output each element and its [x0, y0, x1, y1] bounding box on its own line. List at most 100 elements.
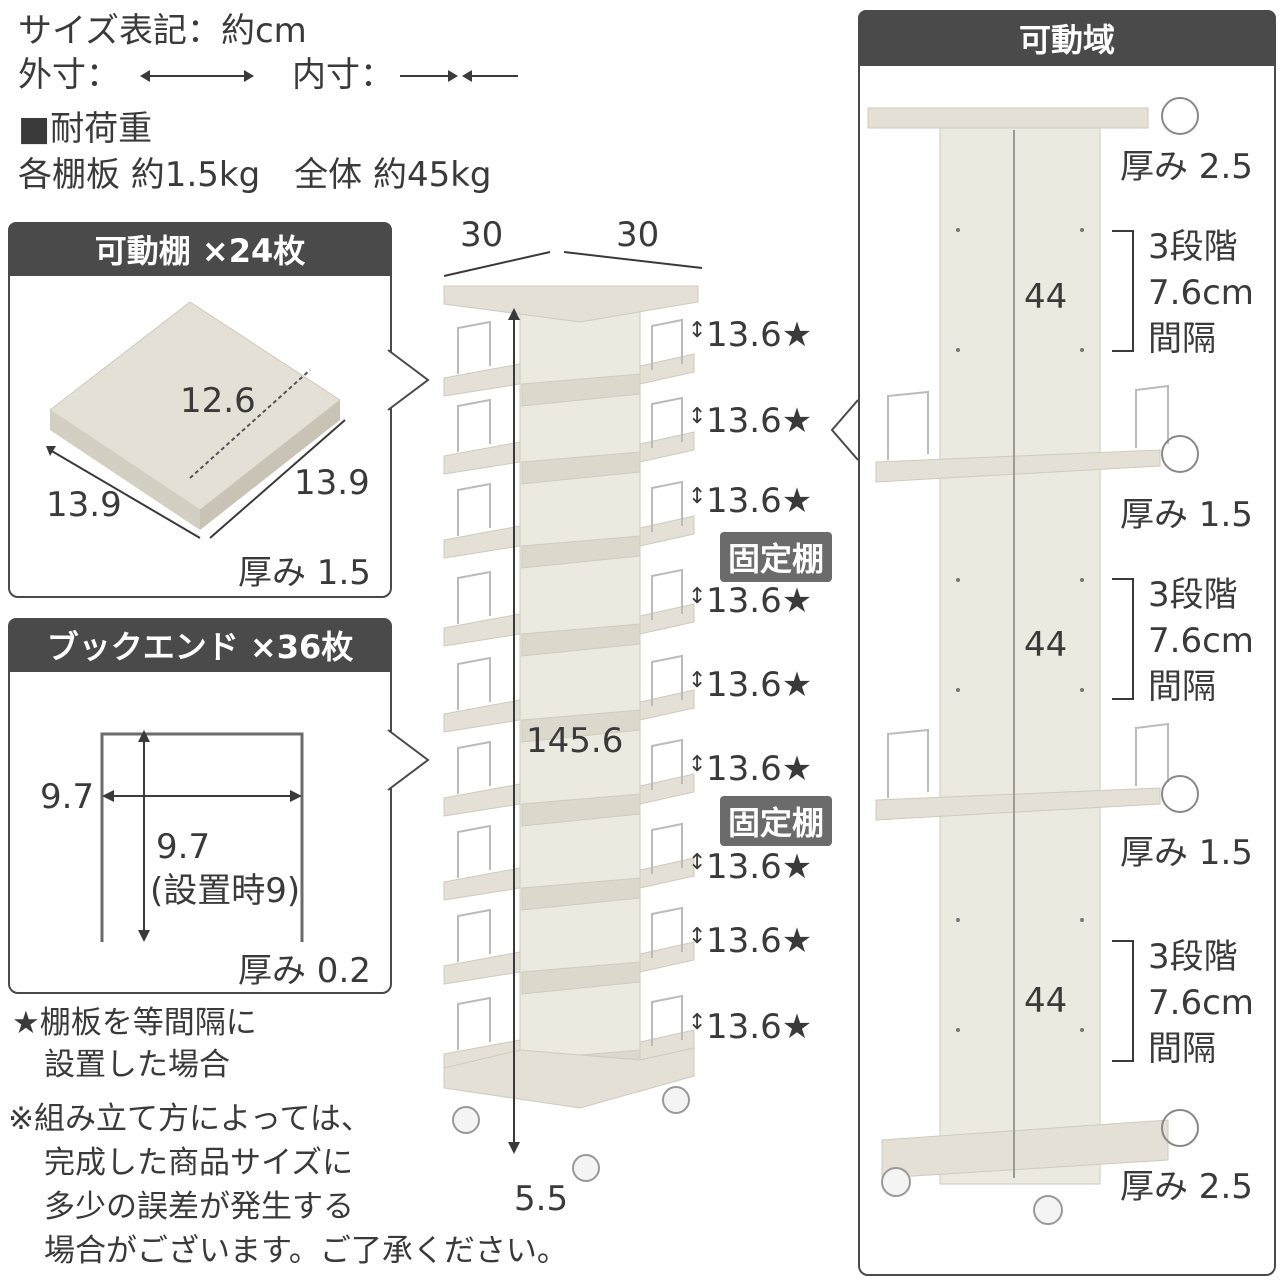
shelf-peg-hole — [956, 348, 960, 352]
inner-dimension-arrow-icon — [400, 70, 518, 82]
rack-shelf-left — [443, 951, 521, 985]
caster-wheel-icon — [452, 1106, 480, 1134]
disclaimer-line4: 場合がございます。ご了承ください。 — [44, 1233, 568, 1269]
range-shelf — [875, 787, 1161, 821]
rack-base-height: 5.5 — [514, 1179, 569, 1219]
rack-bookend — [651, 480, 683, 532]
spacing-label: 13.6★ — [706, 749, 813, 789]
rack-shelf-left — [443, 699, 521, 733]
spacing-arrow-icon: ↕ — [688, 1010, 707, 1035]
total-height-arrow-icon — [508, 308, 520, 320]
rack-shelf-right — [639, 689, 695, 721]
rack-top-board — [443, 285, 699, 323]
rack-shelf-front — [521, 877, 641, 911]
rack-bookend — [651, 396, 683, 448]
range-bookend — [887, 728, 929, 798]
shelf-panel-pointer-icon — [387, 349, 430, 411]
shelf-width-left: 13.9 — [46, 485, 122, 525]
rack-shelf-front — [521, 535, 641, 569]
rack-bookend — [651, 906, 683, 958]
rack-width-arrows-icon — [443, 251, 703, 277]
range-step-size: 7.6cm — [1148, 273, 1254, 313]
range-step-size: 7.6cm — [1148, 621, 1254, 661]
bookend-illustration — [100, 730, 304, 942]
thickness-callout-icon — [1161, 775, 1199, 813]
range-span: 44 — [1024, 981, 1068, 1021]
spacing-arrow-icon: ↕ — [688, 752, 707, 777]
rack-base — [443, 1047, 695, 1109]
bottom-thickness: 厚み 2.5 — [1120, 1167, 1253, 1207]
spacing-arrow-icon: ↕ — [688, 668, 707, 693]
caster-wheel-icon — [662, 1086, 690, 1114]
top-thickness: 厚み 2.5 — [1120, 147, 1253, 187]
load-title: ■耐荷重 — [18, 109, 153, 149]
spacing-label: 13.6★ — [706, 847, 813, 887]
outer-dimension-label: 外寸： — [18, 55, 120, 95]
inner-dimension-label: 内寸： — [292, 55, 394, 95]
outer-dimension-arrow-icon — [140, 70, 254, 82]
range-panel-title: 可動域 — [858, 10, 1276, 66]
rack-shelf-right — [639, 941, 695, 973]
rack-shelf-right — [639, 857, 695, 889]
rack-bookend — [651, 738, 683, 790]
range-step-count: 3段階 — [1148, 937, 1238, 977]
range-bracket-icon — [1112, 940, 1134, 1062]
range-top-board — [867, 107, 1149, 129]
rack-shelf-front — [521, 623, 641, 657]
rack-shelf-right — [639, 353, 695, 385]
disclaimer-line2: 完成した商品サイズに — [44, 1145, 354, 1181]
spacing-label: 13.6★ — [706, 481, 813, 521]
rack-total-height: 145.6 — [526, 721, 624, 761]
rack-shelf-left — [443, 867, 521, 901]
rack-shelf-front — [521, 373, 641, 407]
range-span: 44 — [1024, 625, 1068, 665]
range-bracket-icon — [1112, 230, 1134, 352]
rack-shelf-front — [521, 451, 641, 485]
rack-shelf-right — [639, 515, 695, 547]
shelf-inner-depth: 12.6 — [180, 381, 256, 421]
shelf-peg-hole — [956, 578, 960, 582]
caster-wheel-icon — [572, 1154, 600, 1182]
shelf-peg-hole — [956, 1028, 960, 1032]
rack-column — [519, 307, 641, 1089]
rack-shelf-left — [443, 783, 521, 817]
rack-shelf-left — [443, 363, 521, 397]
range-base — [881, 1119, 1169, 1179]
rack-bookend — [651, 822, 683, 874]
range-step-unit: 間隔 — [1148, 319, 1216, 359]
spacing-label: 13.6★ — [706, 921, 813, 961]
rack-width-b: 30 — [616, 215, 660, 255]
disclaimer-line3: 多少の誤差が発生する — [44, 1189, 354, 1225]
caster-wheel-icon — [881, 1167, 911, 1197]
shelf-peg-hole — [956, 228, 960, 232]
range-step-unit: 間隔 — [1148, 1029, 1216, 1069]
rack-shelf-left — [443, 441, 521, 475]
range-step-size: 7.6cm — [1148, 983, 1254, 1023]
spacing-arrow-icon: ↕ — [688, 318, 707, 343]
spacing-label: 13.6★ — [706, 315, 813, 355]
spacing-arrow-icon: ↕ — [688, 924, 707, 949]
range-bookend — [1135, 384, 1169, 448]
range-shelf — [875, 449, 1161, 483]
rack-shelf-right — [639, 431, 695, 463]
shelf-width-right: 13.9 — [294, 463, 370, 503]
spacing-arrow-icon: ↕ — [688, 850, 707, 875]
rack-shelf-front — [521, 793, 641, 827]
rack-shelf-left — [443, 613, 521, 647]
shelf-peg-hole — [1080, 688, 1084, 692]
star-note-line1: ★棚板を等間隔に — [12, 1005, 257, 1041]
spacing-label: 13.6★ — [706, 581, 813, 621]
rack-bookend — [457, 824, 491, 878]
range-step-count: 3段階 — [1148, 227, 1238, 267]
range-span: 44 — [1024, 277, 1068, 317]
rack-shelf-left — [443, 525, 521, 559]
rack-shelf-front — [521, 709, 641, 743]
fixed-shelf-tag-2: 固定棚 — [720, 796, 833, 846]
shelf-peg-hole — [956, 688, 960, 692]
caster-wheel-icon — [1033, 1195, 1063, 1225]
thickness-callout-icon — [1161, 435, 1199, 473]
shelf-peg-hole — [1080, 918, 1084, 922]
rack-bookend — [457, 482, 491, 536]
shelf-board-illustration — [46, 301, 346, 539]
rack-shelf-front — [521, 961, 641, 995]
